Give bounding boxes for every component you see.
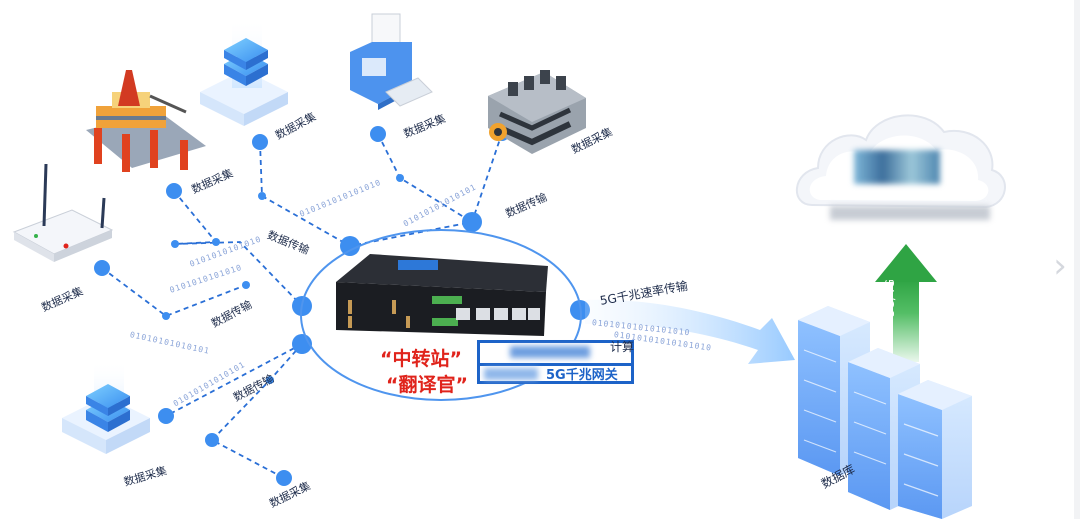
server-stack-icon: [62, 360, 150, 454]
badge-text-blur: [510, 346, 590, 358]
cloud-caption-blur: [830, 206, 990, 220]
speed-beam: [585, 299, 795, 364]
printer-icon: [350, 13, 433, 110]
node-dot: [462, 212, 482, 232]
translator-label: “翻译官”: [386, 374, 468, 396]
database-servers-icon: [798, 306, 972, 519]
node-dot: [340, 236, 360, 256]
upload-arrow: [875, 244, 937, 362]
engine-icon: [488, 70, 586, 154]
node-dot: [396, 174, 404, 182]
network-label: 5G/4G: [883, 279, 897, 317]
node-dot: [158, 408, 174, 424]
node-dot: [162, 312, 170, 320]
server-stack-icon: [200, 18, 288, 126]
node-dot: [212, 238, 220, 246]
gateway-name-label: 5G千兆网关: [546, 368, 618, 383]
node-dot: [242, 281, 250, 289]
node-dot: [252, 134, 268, 150]
gateway-device-icon: [336, 254, 548, 336]
node-dot: [266, 376, 274, 384]
oil-platform-icon: [86, 70, 206, 172]
node-dot: [276, 470, 292, 486]
node-dot: [258, 192, 266, 200]
compute-label: 计算: [610, 340, 635, 354]
node-dot: [205, 433, 219, 447]
chevron-right-icon[interactable]: ›: [1053, 246, 1067, 286]
node-dot: [171, 240, 179, 248]
gateway-ring: [300, 229, 582, 401]
relay-station-label: “中转站”: [380, 348, 462, 370]
cloud-logo-blur: [854, 150, 940, 184]
wifi-router-icon: [12, 163, 114, 262]
node-dot: [370, 126, 386, 142]
scrollbar-track: [1074, 0, 1080, 519]
node-dot: [94, 260, 110, 276]
badge-text-blur: [484, 368, 538, 380]
node-dot: [166, 183, 182, 199]
